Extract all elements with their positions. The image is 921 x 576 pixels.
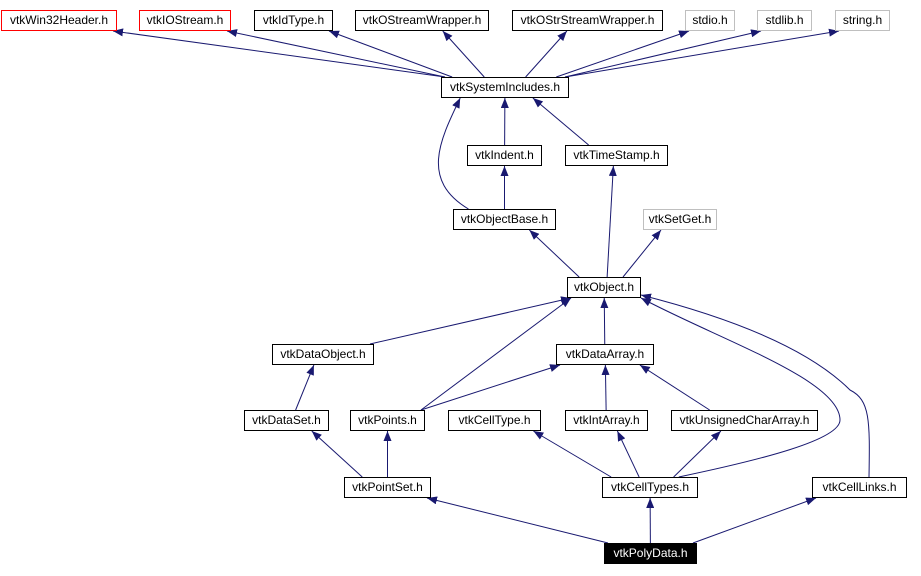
edge-celltypes-to-intarray — [616, 430, 640, 478]
edge-systemincludes-to-ostreamwrapper — [442, 30, 485, 78]
edge-systemincludes-to-iostream — [226, 29, 446, 78]
edge-timestamp-to-systemincludes — [532, 97, 589, 146]
edge-objectbase-to-systemincludes — [437, 97, 469, 210]
node-vtkcelltypes[interactable]: vtkCellTypes.h — [602, 477, 698, 498]
edge-object-to-objectbase — [529, 229, 580, 278]
node-vtkwin32header[interactable]: vtkWin32Header.h — [1, 10, 117, 31]
edge-object-to-timestamp — [606, 165, 617, 278]
edge-celllinks-to-object — [640, 293, 870, 478]
node-vtkcelltype[interactable]: vtkCellType.h — [448, 410, 541, 431]
node-vtkobjectbase[interactable]: vtkObjectBase.h — [453, 209, 556, 230]
edge-intarray-to-dataarray — [601, 364, 610, 411]
node-vtkostreamwrapper[interactable]: vtkOStreamWrapper.h — [355, 10, 489, 31]
edge-points-to-dataarray — [420, 364, 561, 411]
edge-object-to-setget — [622, 229, 662, 278]
edge-dataarray-to-object — [600, 297, 609, 345]
node-vtkintarray[interactable]: vtkIntArray.h — [565, 410, 648, 431]
node-stdio[interactable]: stdio.h — [685, 10, 735, 31]
edge-celltypes-to-uchar — [673, 430, 722, 478]
node-string[interactable]: string.h — [835, 10, 890, 31]
edge-points-to-object — [420, 297, 572, 411]
edge-systemincludes-to-stdio — [556, 30, 690, 78]
node-vtkcelllinks[interactable]: vtkCellLinks.h — [812, 477, 907, 498]
node-vtkdataarray[interactable]: vtkDataArray.h — [556, 344, 654, 365]
edge-systemincludes-to-win32 — [112, 28, 446, 78]
edge-polydata-to-celllinks — [692, 497, 817, 544]
node-vtkobject[interactable]: vtkObject.h — [567, 277, 641, 298]
node-vtkidtype[interactable]: vtkIdType.h — [254, 10, 333, 31]
edge-pointset-to-dataset — [311, 430, 363, 478]
node-vtkpoints[interactable]: vtkPoints.h — [350, 410, 425, 431]
node-vtksystemincludes[interactable]: vtkSystemIncludes.h — [441, 77, 569, 98]
edge-systemincludes-to-stdlib — [564, 29, 762, 78]
node-vtkiostream[interactable]: vtkIOStream.h — [139, 10, 231, 31]
node-stdlib[interactable]: stdlib.h — [757, 10, 812, 31]
node-vtkpointset[interactable]: vtkPointSet.h — [344, 477, 431, 498]
edge-polydata-to-pointset — [426, 496, 609, 544]
node-vtkdataobject[interactable]: vtkDataObject.h — [272, 344, 374, 365]
edge-celltypes-to-celltype — [533, 430, 612, 478]
node-vtkdataset[interactable]: vtkDataSet.h — [244, 410, 329, 431]
node-vtkostrstreamwrapper[interactable]: vtkOStrStreamWrapper.h — [512, 10, 663, 31]
node-vtkpolydata[interactable]: vtkPolyData.h — [604, 543, 697, 564]
node-vtkindent[interactable]: vtkIndent.h — [467, 145, 542, 166]
edge-systemincludes-to-string — [564, 28, 840, 78]
edge-systemincludes-to-ostrstreamwrapper — [525, 30, 568, 78]
edge-dataset-to-dataobject — [295, 364, 315, 411]
edge-dataobject-to-object — [369, 296, 572, 345]
edge-uchar-to-dataarray — [639, 364, 710, 411]
edge-systemincludes-to-idtype — [328, 30, 453, 78]
node-vtktimestamp[interactable]: vtkTimeStamp.h — [565, 145, 668, 166]
edge-celltypes-to-object — [640, 297, 841, 478]
node-vtkunsignedchararray[interactable]: vtkUnsignedCharArray.h — [671, 410, 818, 431]
node-vtksetget[interactable]: vtkSetGet.h — [643, 209, 717, 230]
